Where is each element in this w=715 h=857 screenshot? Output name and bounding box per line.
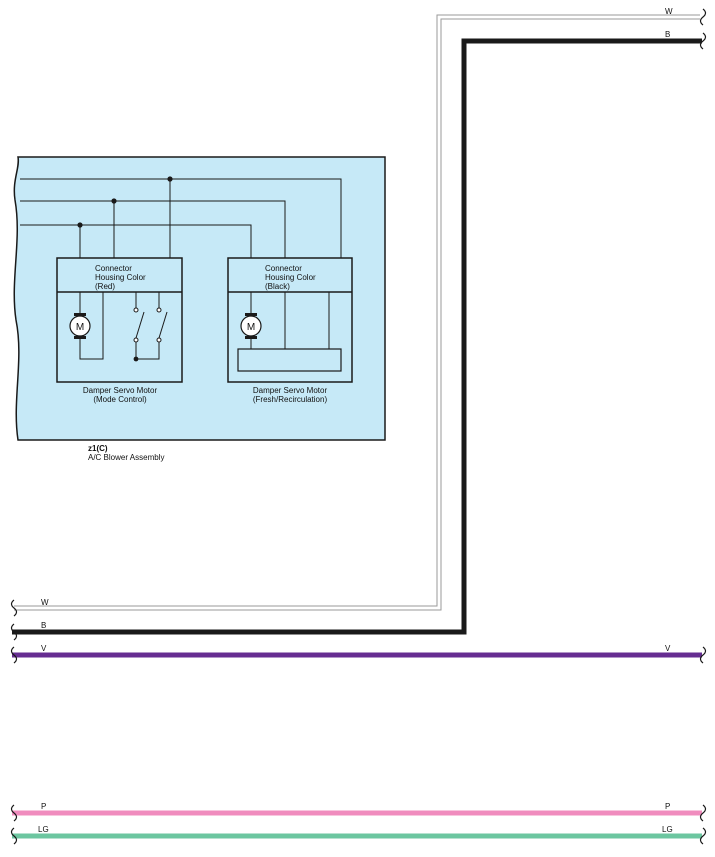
wire-w (14, 14, 700, 611)
label-lg-left: LG (38, 825, 49, 834)
label-v-right: V (665, 644, 671, 653)
fresh-motor-symbol: M (240, 313, 262, 339)
mode-connector-line1: Connector (95, 264, 132, 273)
label-b-bottom: B (41, 621, 46, 630)
break-marks (10, 8, 707, 845)
wire-b (12, 38, 702, 635)
mode-connector-line3: (Red) (95, 282, 115, 291)
assembly-code: z1(C) (88, 444, 108, 453)
mode-connector-line2: Housing Color (95, 273, 146, 282)
label-p-left: P (41, 802, 46, 811)
fresh-connector-line3: (Black) (265, 282, 290, 291)
fresh-position-sensor (237, 348, 342, 372)
servo-motor-fresh-recirculation: Connector Housing Color (Black) M Damper… (227, 257, 353, 404)
mode-motor-symbol: M (69, 313, 91, 339)
mode-caption-line2: (Mode Control) (93, 395, 147, 404)
label-lg-right: LG (662, 825, 673, 834)
fresh-motor-letter: M (247, 322, 255, 333)
junction-dots (77, 176, 173, 228)
label-w-bottom: W (41, 598, 49, 607)
fresh-connector-line1: Connector (265, 264, 302, 273)
fresh-connector-line2: Housing Color (265, 273, 316, 282)
label-b-top: B (665, 30, 670, 39)
mode-motor-letter: M (76, 322, 84, 333)
label-v-left: V (41, 644, 47, 653)
label-w-top: W (665, 7, 673, 16)
fresh-caption-line2: (Fresh/Recirculation) (253, 395, 328, 404)
assembly-name: A/C Blower Assembly (88, 453, 164, 462)
assembly-internal-wiring (20, 178, 342, 258)
servo-motor-mode-control: Connector Housing Color (Red) M Damper S… (56, 257, 183, 404)
mode-caption-line1: Damper Servo Motor (83, 386, 158, 395)
fresh-caption-line1: Damper Servo Motor (253, 386, 328, 395)
label-p-right: P (665, 802, 670, 811)
